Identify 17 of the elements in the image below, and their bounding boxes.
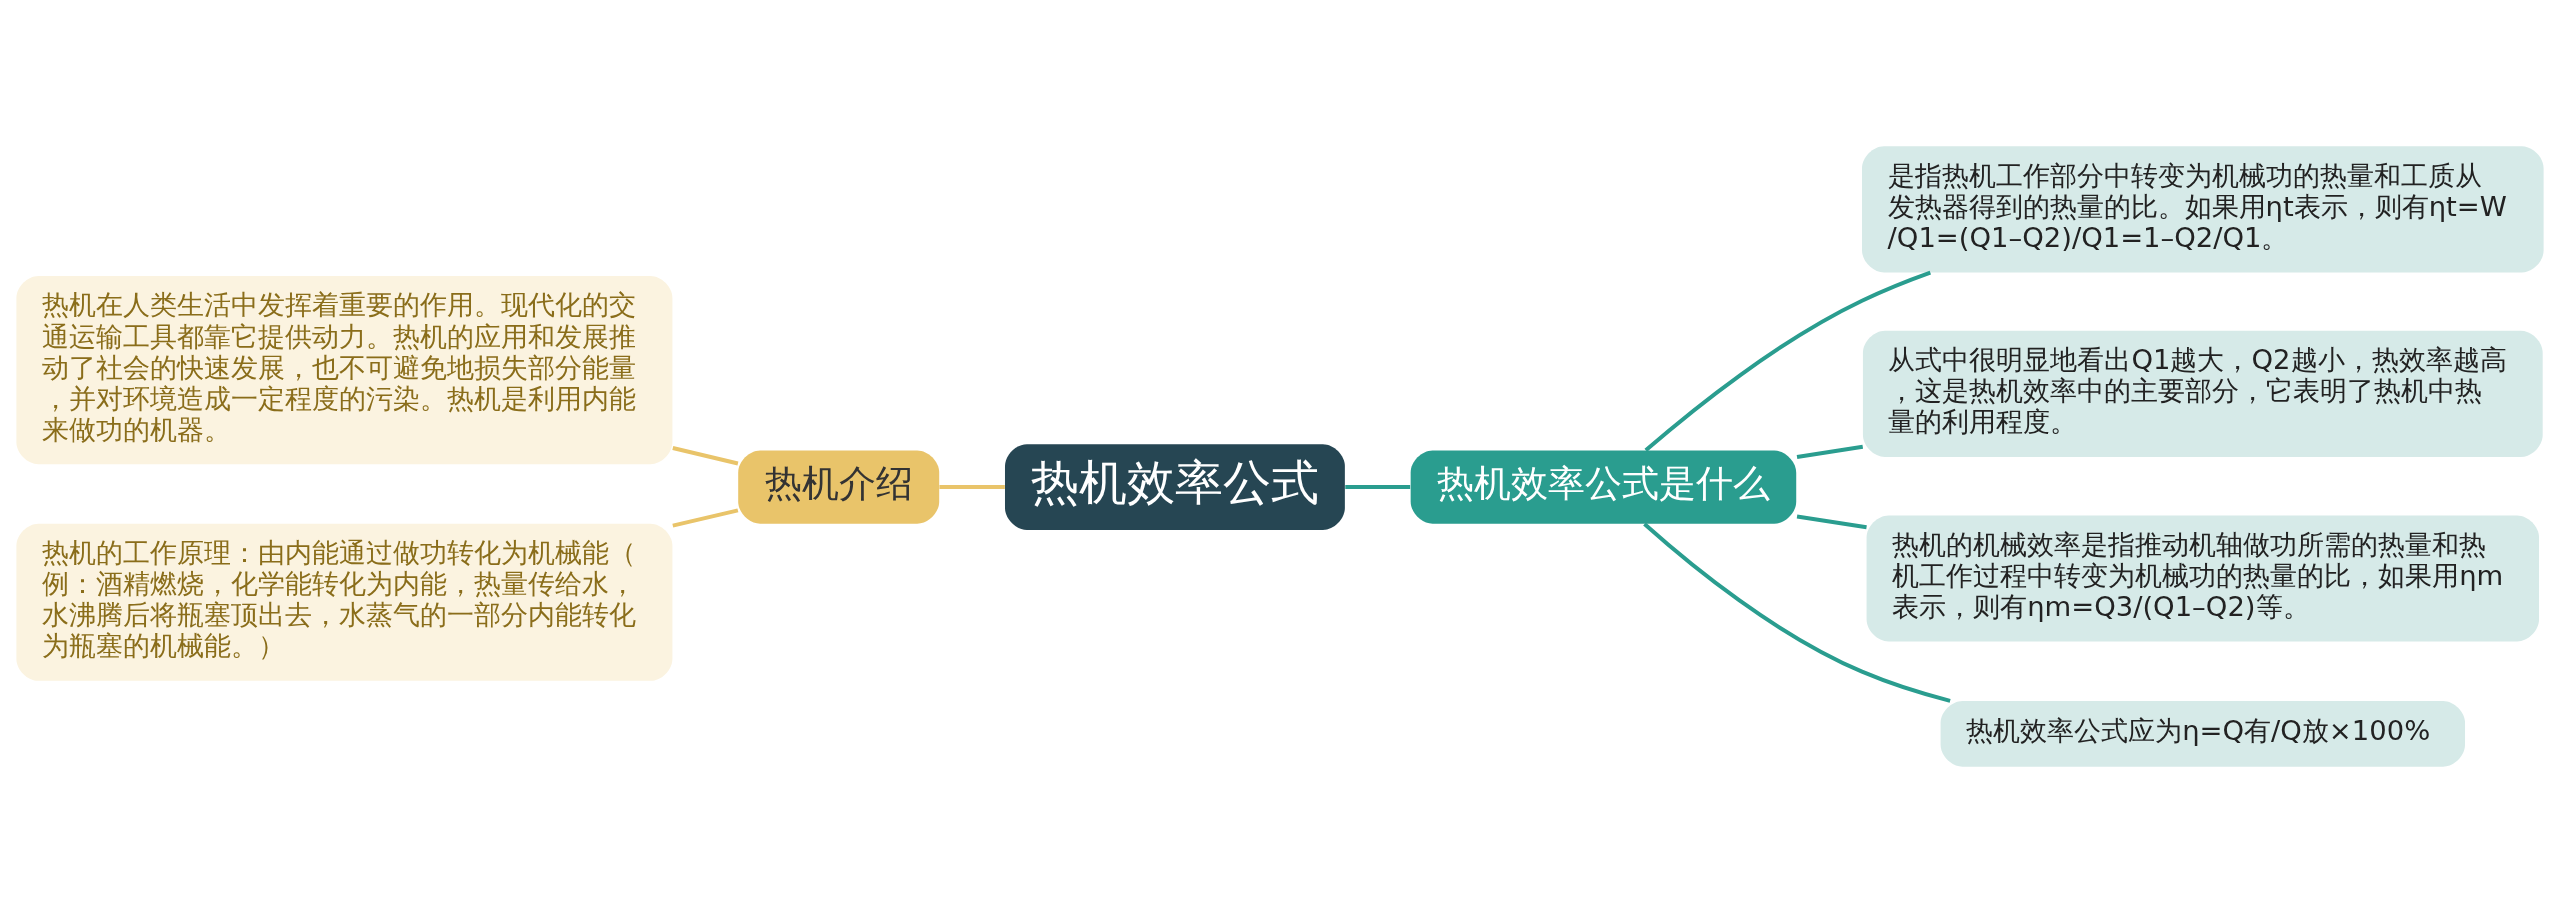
connector xyxy=(672,508,739,528)
node-box: 从式中很明显地看出Q1越大，Q2越小，热效率越高，这是热机效率中的主要部分，它表明了热机中热量的利用程度。 xyxy=(1862,330,2543,457)
node-box: 热机介绍 xyxy=(738,450,940,524)
node-box: 热机在人类生活中发挥着重要的作用。现代化的交通运输工具都靠它提供动力。热机的应用和发展推动了社会的快速发展，也不可避免地损失部分能量，并对环境造成一定程度的污染。热机是利用内能来做功的机器。 xyxy=(16,276,673,465)
connector xyxy=(1796,514,1867,530)
connector xyxy=(1796,444,1864,460)
node-box: 是指热机工作部分中转变为机械功的热量和工质从发热器得到的热量的比。如果用ηt表示，则有ηt=W/Q1=(Q1–Q2)/Q1=1–Q2/Q1。 xyxy=(1862,146,2544,273)
node-box: 热机的机械效率是指推动机轴做功所需的热量和热机工作过程中转变为机械功的热量的比，如果用ηm表示，则有ηm=Q3/(Q1–Q2)等。 xyxy=(1866,515,2540,642)
node-box: 热机效率公式应为η=Q有/Q放×100% xyxy=(1940,700,2466,767)
node-box: 热机的工作原理：由内能通过做功转化为机械能（例：酒精燃烧，化学能转化为内能，热量传给水，水沸腾后将瓶塞顶出去，水蒸气的一部分内能转化为瓶塞的机械能。） xyxy=(16,523,673,681)
node-box: 热机效率公式 xyxy=(1005,444,1345,531)
connector xyxy=(1644,270,1931,452)
connector xyxy=(1345,485,1411,490)
connector xyxy=(672,446,739,466)
connector xyxy=(939,485,1005,490)
node-box: 热机效率公式是什么 xyxy=(1410,450,1797,524)
connector xyxy=(1643,522,1951,703)
